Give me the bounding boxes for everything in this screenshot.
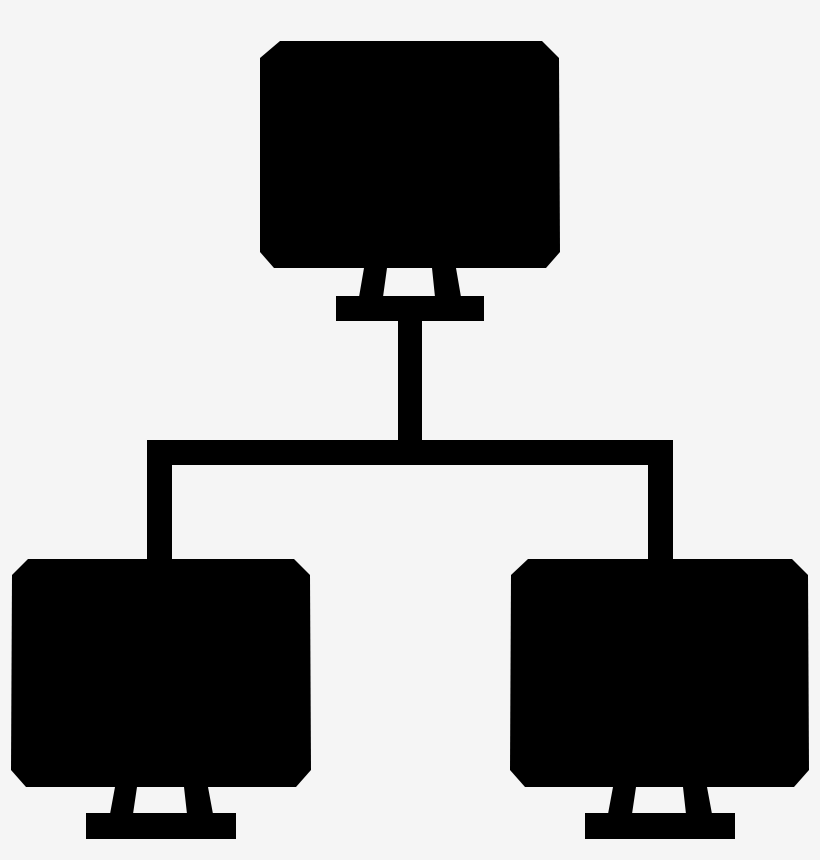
bottom-left-monitor-stand xyxy=(110,787,213,814)
top-monitor-icon xyxy=(260,41,560,321)
connector-vertical-trunk xyxy=(398,321,422,442)
network-connector xyxy=(147,321,673,561)
bottom-left-monitor-screen xyxy=(11,559,311,787)
bottom-left-monitor-base xyxy=(86,813,236,839)
top-monitor-screen xyxy=(260,41,560,268)
connector-horizontal-bar xyxy=(147,440,673,465)
bottom-right-monitor-base xyxy=(585,813,735,839)
top-monitor-base xyxy=(336,296,484,321)
bottom-right-monitor-screen xyxy=(510,559,809,787)
bottom-right-monitor-icon xyxy=(510,559,809,839)
connector-left-drop xyxy=(147,440,172,561)
connector-right-drop xyxy=(648,440,673,561)
bottom-right-monitor-stand xyxy=(608,787,712,814)
bottom-left-monitor-icon xyxy=(11,559,311,839)
top-monitor-stand xyxy=(359,268,461,297)
